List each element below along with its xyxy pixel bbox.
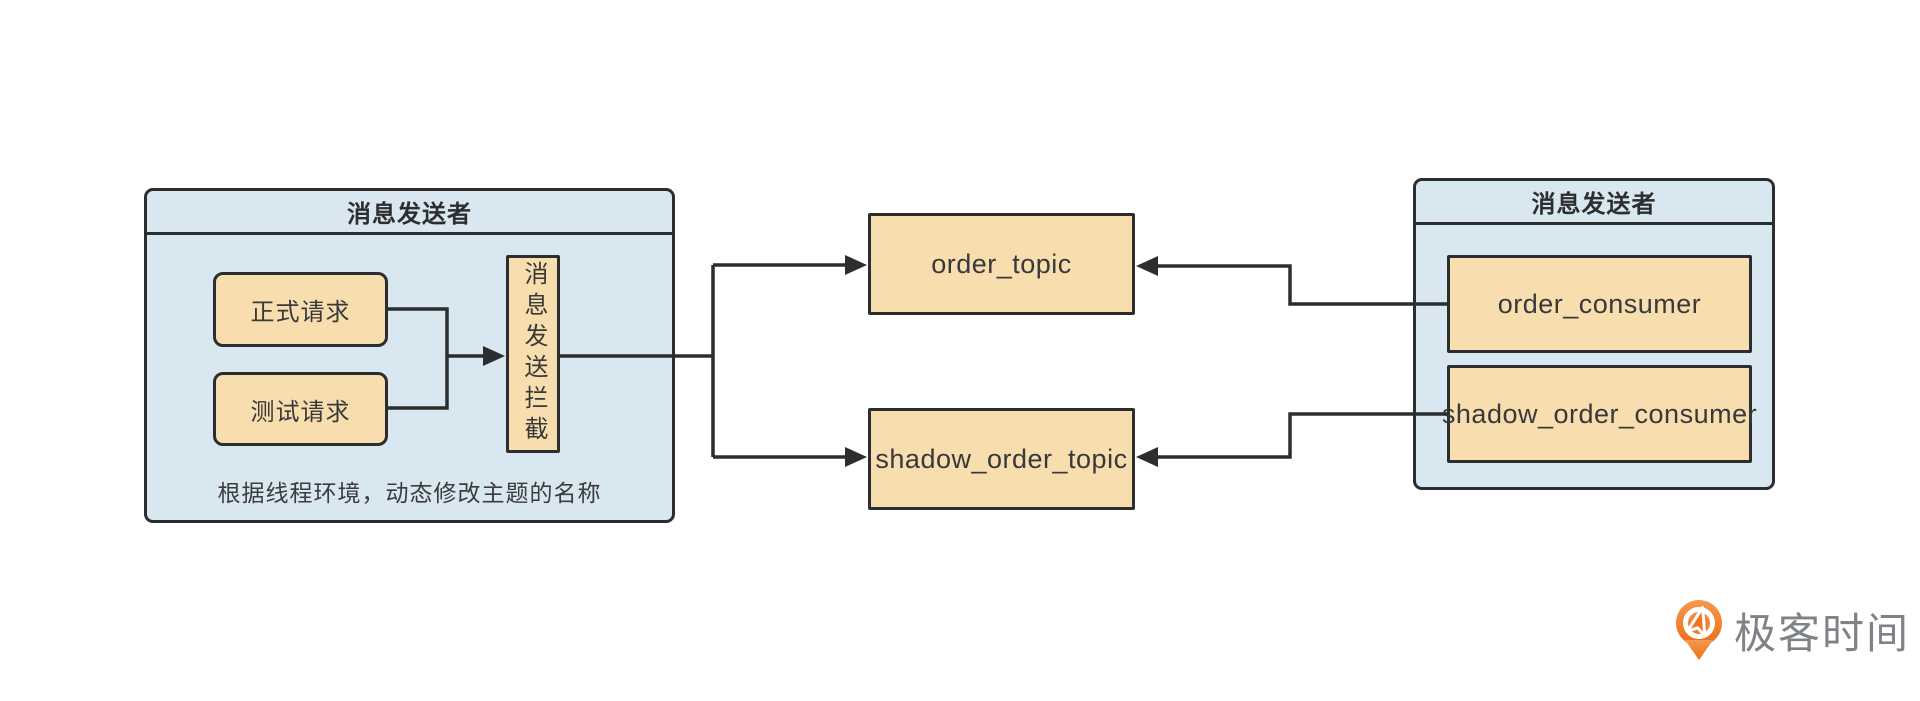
arrowhead-to-order-topic <box>845 255 867 275</box>
interceptor-label: 消息发送拦截 <box>520 261 547 447</box>
shadow-order-consumer-label: shadow_order_consumer <box>1441 398 1758 429</box>
geektime-logo: 极客时间 <box>1674 598 1910 662</box>
test-request-label: 测试请求 <box>250 398 351 426</box>
shadow-order-consumer-box: shadow_order_consumer <box>1442 365 1757 463</box>
arrowhead-from-shadow-consumer <box>1136 447 1158 467</box>
order-consumer-label: order_consumer <box>1497 288 1702 319</box>
order-topic-box: order_topic <box>868 213 1135 315</box>
formal-request-box: 正式请求 <box>213 272 388 347</box>
geektime-pin-icon <box>1676 600 1722 660</box>
sender-title: 消息发送者 <box>147 191 672 235</box>
shadow-order-topic-label: shadow_order_topic <box>875 443 1128 474</box>
sender-caption: 根据线程环境，动态修改主题的名称 <box>217 480 602 506</box>
consumer-title: 消息发送者 <box>1416 181 1772 225</box>
formal-request-label: 正式请求 <box>250 299 351 326</box>
order-topic-label: order_topic <box>931 248 1072 279</box>
test-request-box: 测试请求 <box>213 372 388 446</box>
sender-container: 消息发送者 根据线程环境，动态修改主题的名称 <box>144 188 675 523</box>
arrowhead-to-shadow-topic <box>845 447 867 467</box>
arrowhead-from-order-consumer <box>1136 256 1158 276</box>
order-consumer-box: order_consumer <box>1447 255 1752 353</box>
geektime-logo-text: 极客时间 <box>1734 609 1911 657</box>
shadow-order-topic-box: shadow_order_topic <box>868 408 1135 510</box>
interceptor-box: 消息发送拦截 <box>506 255 560 453</box>
